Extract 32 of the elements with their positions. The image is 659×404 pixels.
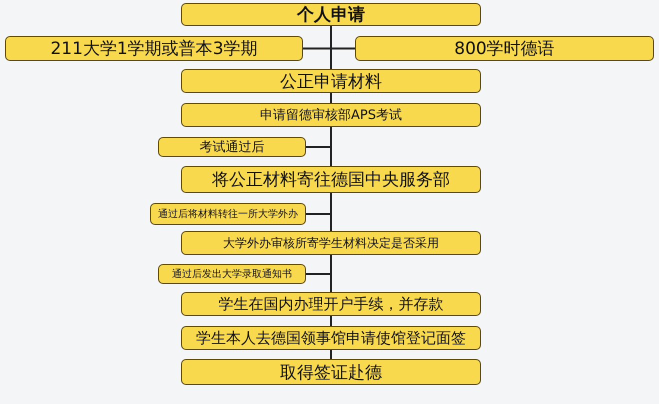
step-text: 个人申请 — [297, 4, 365, 26]
step-text: 考试通过后 — [200, 139, 264, 156]
step-text: 通过后发出大学录取通知书 — [172, 268, 292, 281]
step-text: 公正申请材料 — [280, 70, 382, 92]
connector-line — [330, 26, 332, 69]
step-text: 大学外办审核所寄学生材料决定是否采用 — [223, 234, 439, 252]
step-box — [5, 36, 303, 61]
step-text: 取得签证赴德 — [280, 362, 382, 384]
step-box — [158, 137, 306, 157]
step-box — [181, 166, 481, 193]
step-box — [181, 326, 481, 350]
step-text: 学生本人去德国领事馆申请使馆登记面签 — [196, 328, 466, 348]
step-text: 800学时德语 — [454, 38, 555, 60]
step-text: 通过后将材料转往一所大学外办 — [158, 208, 298, 221]
step-box — [181, 69, 481, 93]
step-box — [150, 203, 306, 225]
step-text: 211大学1学期或普本3学期 — [50, 38, 258, 60]
connector-line — [330, 127, 332, 166]
connector-line — [330, 255, 332, 292]
connector-line — [330, 93, 332, 103]
connector-line — [330, 316, 332, 326]
step-text: 将公正材料寄往德国中央服务部 — [212, 169, 450, 191]
step-box — [181, 359, 481, 385]
step-box — [181, 3, 481, 26]
step-box — [355, 36, 654, 61]
connector-line — [330, 350, 332, 359]
step-box — [181, 292, 481, 316]
step-box — [181, 231, 481, 255]
step-text: 申请留德审核部APS考试 — [260, 107, 402, 124]
step-text: 学生在国内办理开户手续，并存款 — [218, 294, 444, 314]
step-box — [181, 103, 481, 127]
step-box — [158, 264, 306, 284]
